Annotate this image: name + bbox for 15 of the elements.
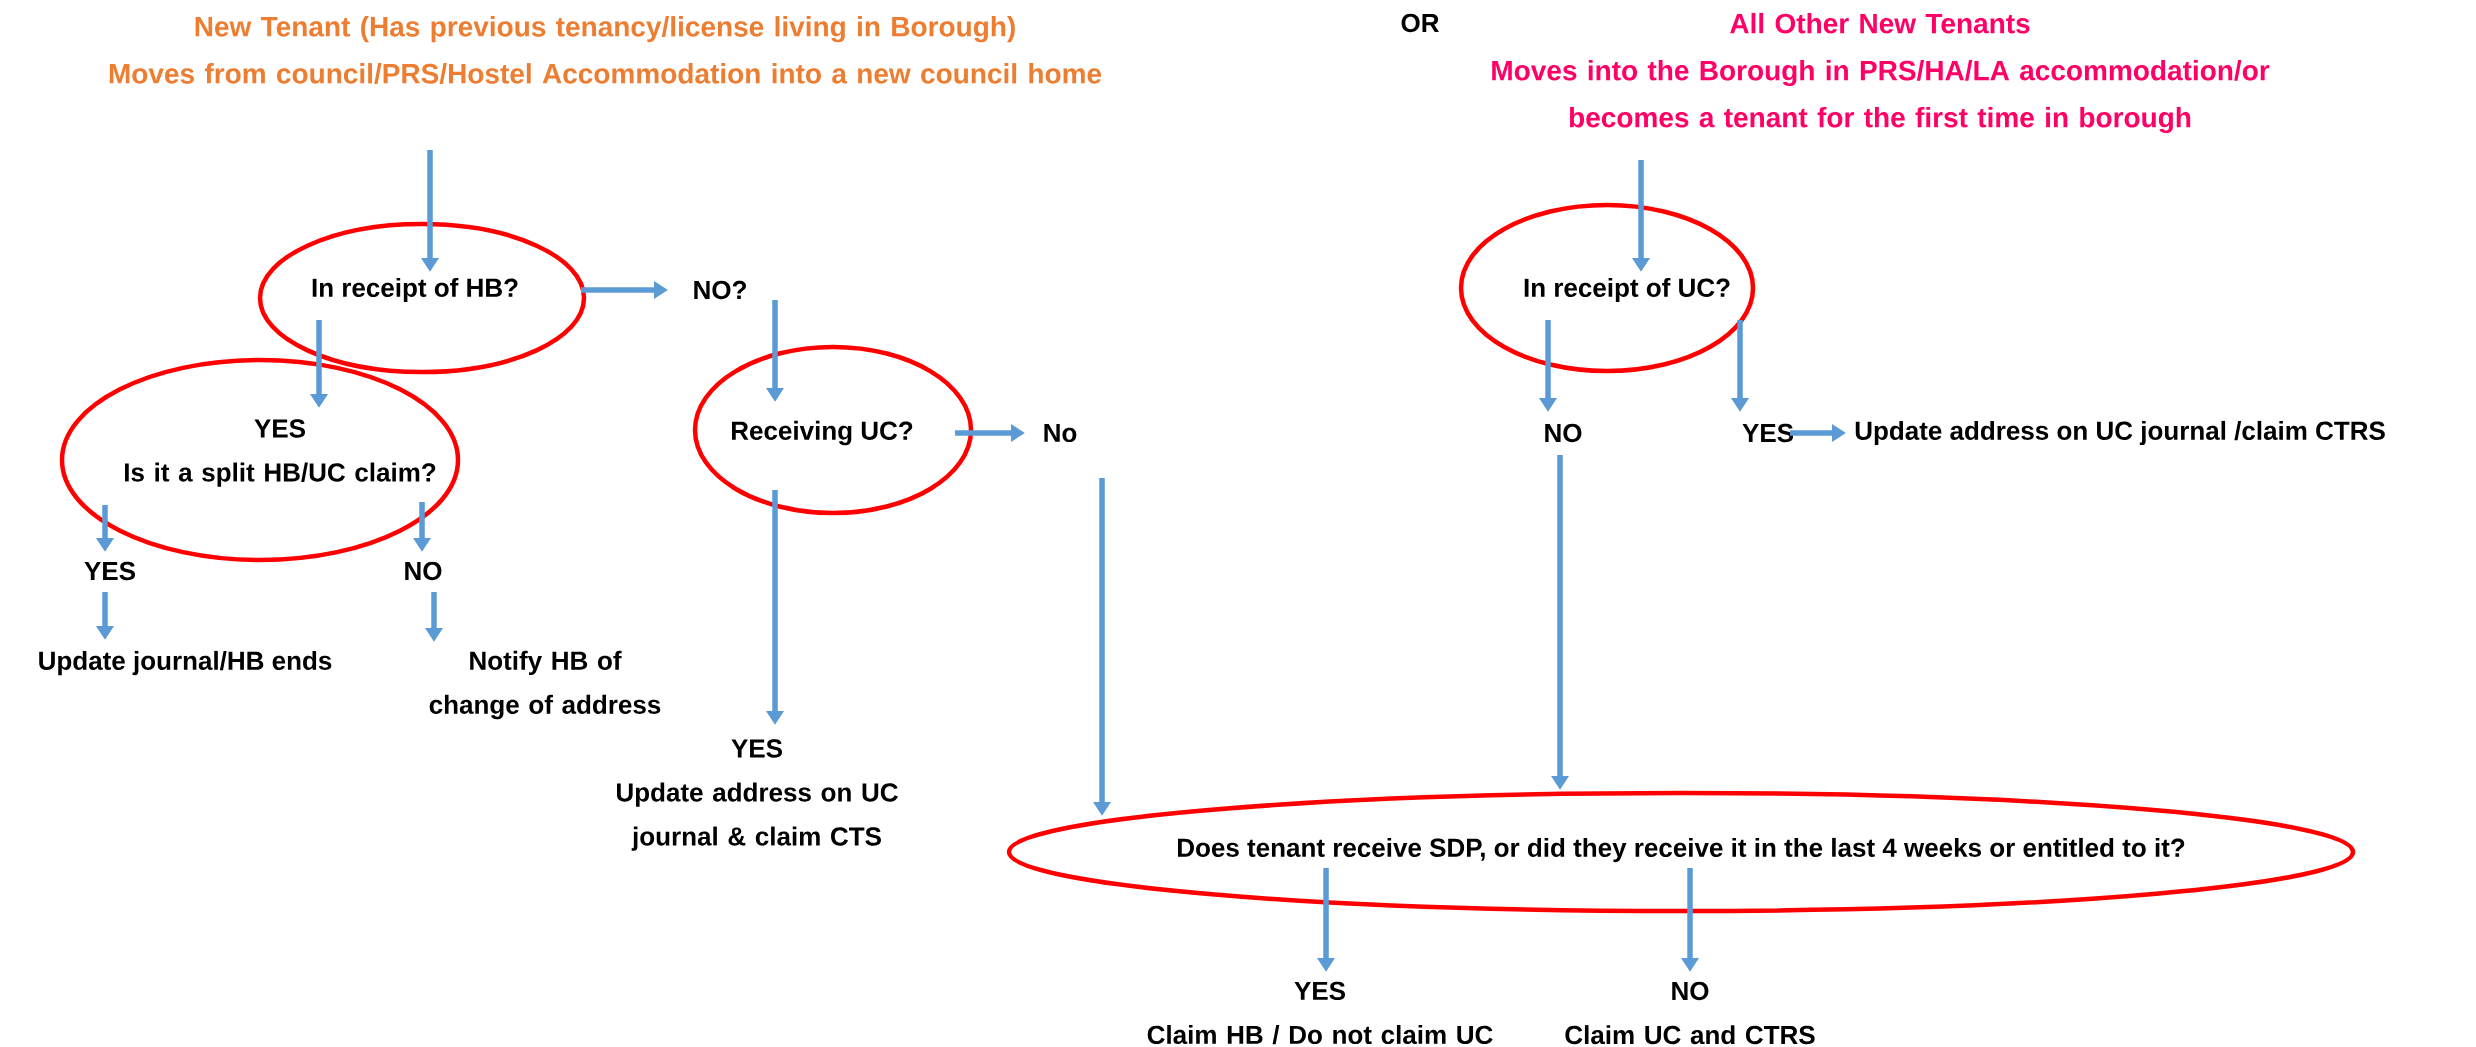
answer-text: NO bbox=[405, 561, 442, 581]
answer-text: No bbox=[1044, 423, 1077, 443]
outcome-text: Update journal/HB ends bbox=[39, 650, 332, 676]
heading-text: New Tenant (Has previous tenancy/license living in Borough) Moves from council/PRS/Hostel Accommodation into a new council home bbox=[109, 16, 1102, 84]
answer-text: YES bbox=[84, 561, 135, 581]
answer-text: NO? bbox=[694, 280, 746, 300]
outcome-text: Notify HB of change of address bbox=[429, 650, 661, 720]
outcome-text: YES Update address on UC journal & claim CTS bbox=[617, 739, 898, 851]
answer-text: YES bbox=[1742, 423, 1793, 443]
answer-text: NO bbox=[1545, 423, 1582, 443]
outcome-text: Update address on UC journal /claim CTRS bbox=[1855, 420, 2385, 446]
or-label: OR bbox=[1401, 13, 1439, 33]
heading-text: All Other New Tenants Moves into the Borough in PRS/HA/LA accommodation/or becomes a tenant for the first time in borough bbox=[1492, 12, 2270, 134]
outcome-text: YES Claim HB / Do not claim UC bbox=[1147, 981, 1493, 1045]
outcome-text: NO Claim UC and CTRS bbox=[1565, 981, 1815, 1045]
